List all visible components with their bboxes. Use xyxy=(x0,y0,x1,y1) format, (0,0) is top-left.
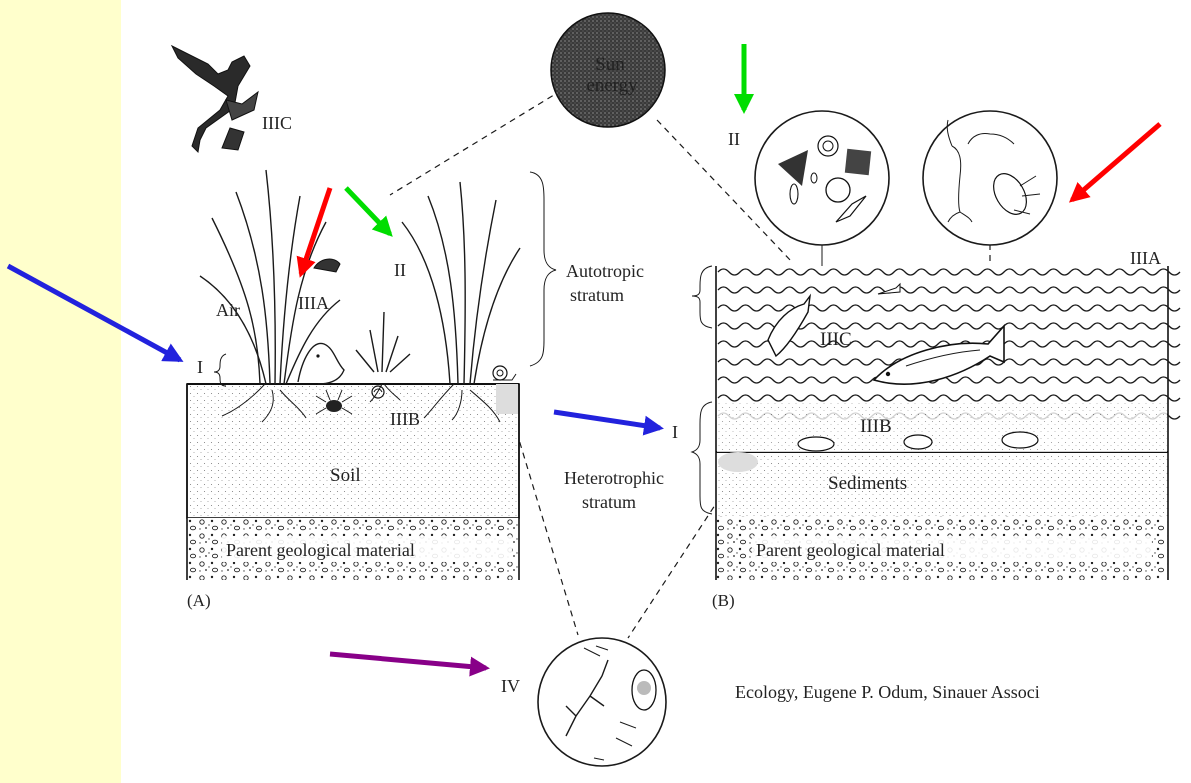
sun-icon: Sun energy xyxy=(551,13,665,127)
aquatic-fish-label: IIIC xyxy=(820,329,852,350)
heterotrophic-label-line1: Heterotrophic xyxy=(564,468,664,488)
blue-arrow-terrestrial xyxy=(8,266,180,360)
phytoplankton-label: II xyxy=(728,129,740,149)
sun-label-line1: Sun xyxy=(595,54,625,75)
grasshopper-icon xyxy=(314,259,340,272)
bacteria-icon xyxy=(538,638,666,766)
snail-icon xyxy=(493,366,516,380)
aquatic-heterotrophic-brace xyxy=(692,402,712,514)
blue-arrow-aquatic xyxy=(554,412,660,428)
zooplankton-label: IIIA xyxy=(1130,248,1161,268)
panel-b-label: (B) xyxy=(712,591,735,610)
terrestrial-interface-brace xyxy=(214,354,226,386)
aquatic-autotrophic-brace xyxy=(692,266,712,328)
citation: Ecology, Eugene P. Odum, Sinauer Associ xyxy=(735,682,1040,702)
decomposers-label: IV xyxy=(501,676,520,696)
soil-fauna-label: IIIB xyxy=(390,409,420,429)
hawk-icon xyxy=(172,46,258,152)
autotrophic-label-line1: Autotropic xyxy=(566,261,644,281)
soil-label: Soil xyxy=(330,465,361,486)
rodent-icon xyxy=(298,343,344,384)
terrestrial-producer-label: II xyxy=(394,260,406,280)
green-arrow-terrestrial xyxy=(346,188,390,234)
sediments-label: Sediments xyxy=(828,473,907,494)
aquatic-interface-label: I xyxy=(672,422,678,442)
terrestrial-interface-label: I xyxy=(197,357,203,377)
autotrophic-brace xyxy=(530,172,556,366)
air-label: Air xyxy=(216,300,240,320)
bird-trophic-label: IIIC xyxy=(262,113,292,133)
panel-a-label: (A) xyxy=(187,591,211,610)
zooplankton-icon xyxy=(923,111,1057,245)
sun-label-line2: energy xyxy=(586,75,638,96)
autotrophic-label-line2: stratum xyxy=(570,285,624,305)
terrestrial-herbivore-label: IIIA xyxy=(298,293,329,313)
purple-arrow-decomposers xyxy=(330,654,486,668)
heterotrophic-label-line2: stratum xyxy=(582,492,636,512)
aquatic-benthos-label: IIIB xyxy=(860,416,892,437)
aquatic-bedrock-label: Parent geological material xyxy=(756,540,945,560)
phytoplankton-icon xyxy=(755,111,889,245)
red-arrow-aquatic xyxy=(1072,124,1160,200)
terrestrial-bedrock-label: Parent geological material xyxy=(226,540,415,560)
